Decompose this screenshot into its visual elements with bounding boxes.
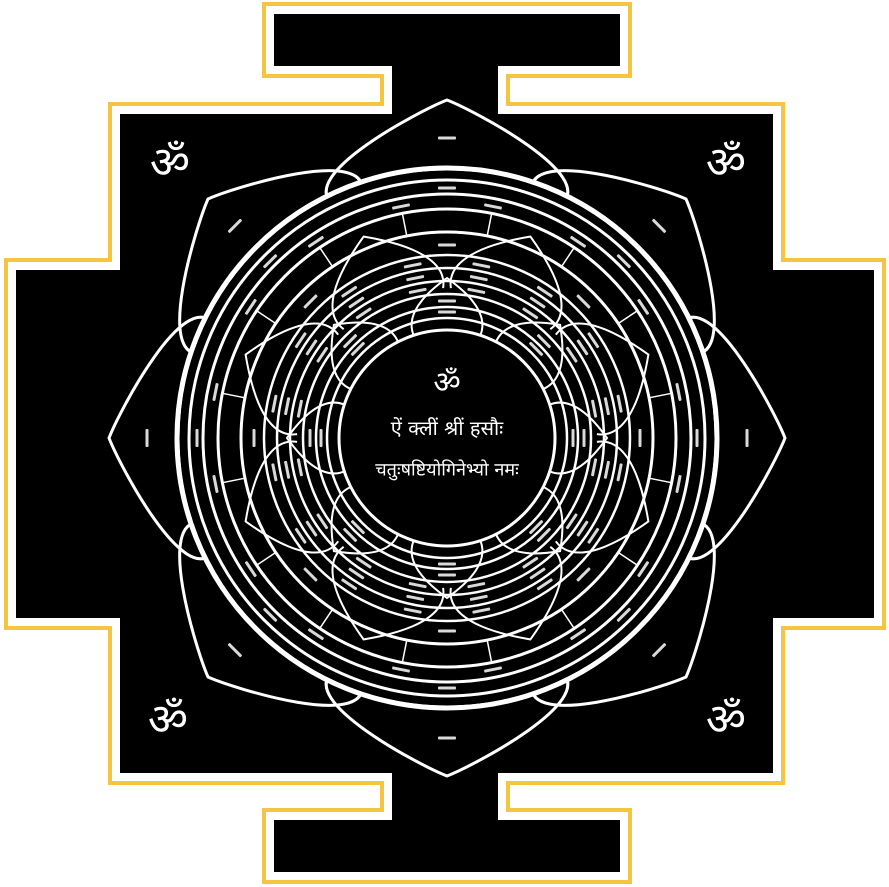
- corner-om-bottom-right: ॐ: [706, 695, 746, 746]
- band-label-mark: [438, 687, 456, 690]
- band-label-mark: [438, 630, 456, 633]
- band-label-mark: [438, 300, 456, 303]
- band-label-mark: [746, 429, 749, 447]
- corner-om-bottom-left: ॐ: [148, 695, 188, 746]
- band-label-mark: [639, 429, 642, 447]
- band-label-mark: [696, 429, 699, 447]
- band-label-mark: [438, 574, 456, 577]
- band-label-mark: [438, 737, 456, 740]
- band-label-mark: [196, 429, 199, 447]
- band-label-mark: [438, 563, 456, 566]
- center-mantra-line1: ऐं क्लीं श्रीं हसौः: [391, 416, 504, 440]
- center-mantra-line2: चतुःषष्टियोगिनेभ्यो नमः: [375, 459, 519, 481]
- band-label-mark: [309, 429, 312, 447]
- band-label-mark: [320, 429, 323, 447]
- center-om: ॐ: [433, 366, 460, 401]
- band-label-mark: [438, 311, 456, 314]
- band-label-mark: [438, 187, 456, 190]
- band-label-mark: [438, 137, 456, 140]
- corner-om-top-left: ॐ: [150, 138, 190, 189]
- band-label-mark: [572, 429, 575, 447]
- corner-om-top-right: ॐ: [706, 138, 746, 189]
- band-label-mark: [253, 429, 256, 447]
- band-label-mark: [146, 429, 149, 447]
- band-label-mark: [438, 244, 456, 247]
- band-label-mark: [583, 429, 586, 447]
